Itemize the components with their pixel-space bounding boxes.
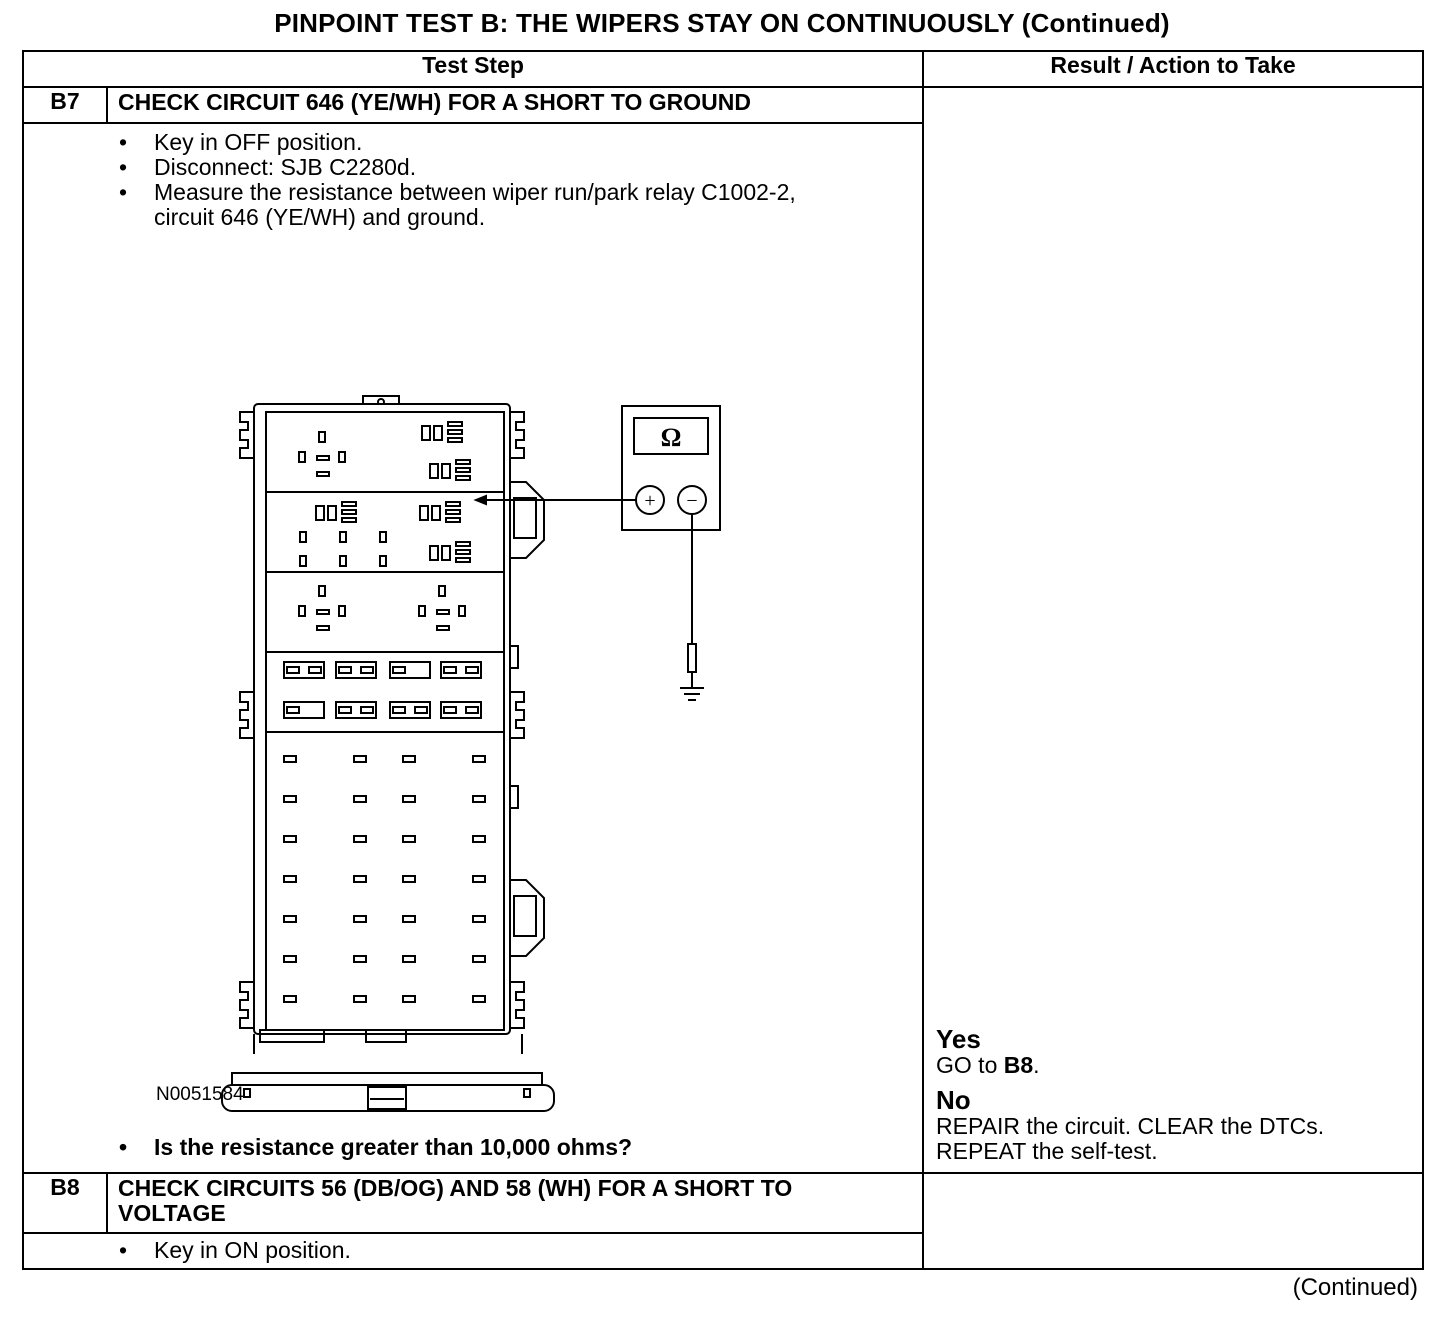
pinpoint-test-table: Test Step Result / Action to Take B7 CHE… <box>21 50 1425 1270</box>
step-title-b8: CHECK CIRCUITS 56 (DB/OG) AND 58 (WH) FO… <box>105 1172 925 1234</box>
list-item: Measure the resistance between wiper run… <box>24 180 922 230</box>
step-body-b8: Key in ON position. <box>21 1232 925 1270</box>
header-test-step: Test Step <box>21 50 925 88</box>
result-b7: Yes GO to B8. No REPAIR the circuit. CLE… <box>936 1025 1324 1164</box>
result-cell-b7: Yes GO to B8. No REPAIR the circuit. CLE… <box>922 86 1425 1174</box>
minus-terminal: − <box>686 490 697 512</box>
list-item: Disconnect: SJB C2280d. <box>24 155 922 181</box>
ohmmeter: Ω + − <box>473 405 721 702</box>
b7-question: Is the resistance greater than 10,000 oh… <box>24 1135 922 1161</box>
question-item: Is the resistance greater than 10,000 oh… <box>24 1135 922 1161</box>
list-item: Key in OFF position. <box>24 130 922 156</box>
step-id-b7: B7 <box>22 85 108 125</box>
no-action-line1: REPAIR the circuit. CLEAR the DTCs. <box>936 1113 1325 1139</box>
yes-target-link[interactable]: B8 <box>1003 1052 1034 1078</box>
yes-label: Yes <box>936 1024 981 1054</box>
figure-id: N0051584 <box>156 1084 244 1106</box>
header-result-action: Result / Action to Take <box>922 50 1425 88</box>
step-title-b7: CHECK CIRCUIT 646 (YE/WH) FOR A SHORT TO… <box>105 85 925 125</box>
ohm-symbol: Ω <box>661 423 682 452</box>
no-label: No <box>936 1085 971 1115</box>
list-item: Key in ON position. <box>24 1238 922 1264</box>
b7-bullets: Key in OFF position. Disconnect: SJB C22… <box>24 130 922 230</box>
continued-label: (Continued) <box>1292 1274 1418 1301</box>
no-action-line2: REPEAT the self-test. <box>936 1138 1158 1164</box>
b8-bullets: Key in ON position. <box>24 1238 922 1264</box>
step-body-b7: Key in OFF position. Disconnect: SJB C22… <box>21 122 925 1174</box>
sjb-base-plate <box>221 1072 555 1113</box>
yes-action: GO to B8. <box>936 1052 1040 1078</box>
plus-terminal: + <box>644 490 655 512</box>
sjb-diagram <box>239 395 545 1055</box>
result-cell-b8 <box>922 1172 1425 1270</box>
step-id-b8: B8 <box>22 1172 108 1234</box>
page-title: PINPOINT TEST B: THE WIPERS STAY ON CONT… <box>274 8 1170 38</box>
